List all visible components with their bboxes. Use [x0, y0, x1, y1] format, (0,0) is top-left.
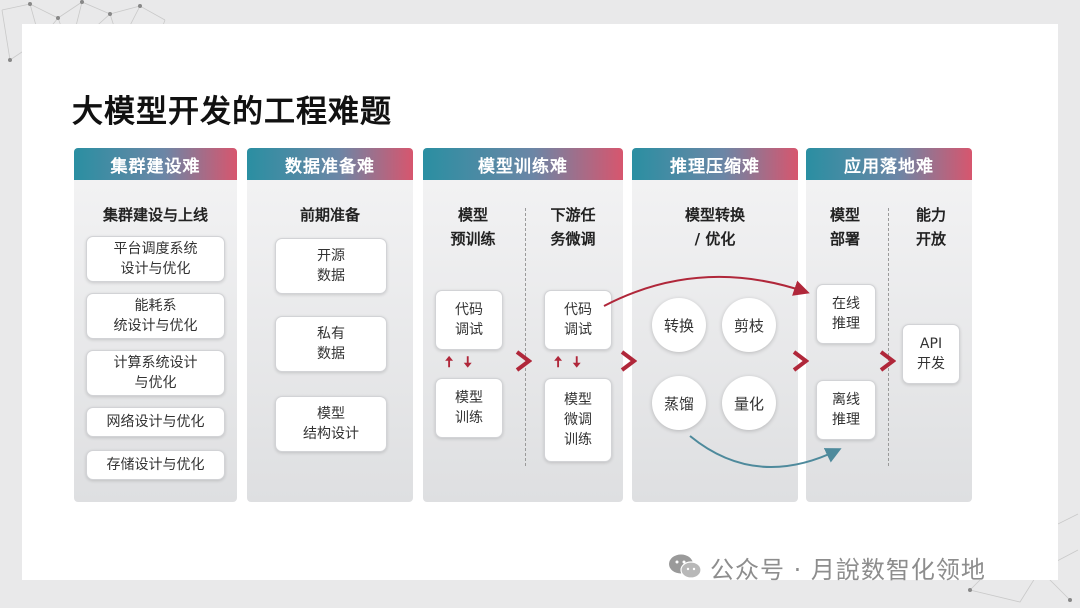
- box-open-source-data: 开源数据: [275, 238, 387, 294]
- compression-subtitle: 模型转换 / 优化: [632, 203, 798, 251]
- box-pretrain-code-debug: 代码调试: [435, 290, 503, 350]
- column-training: 模型训练难 模型 预训练 下游任 务微调 代码调试 🠅 🠇 模型训练 代码调试 …: [423, 148, 623, 502]
- box-private-data: 私有数据: [275, 316, 387, 372]
- chevron-right-icon: [619, 350, 637, 372]
- box-storage-design: 存储设计与优化: [86, 450, 225, 480]
- watermark-text: 公众号 · 月說数智化领地: [710, 550, 986, 585]
- chevron-right-icon: [878, 350, 896, 372]
- chevron-right-icon: [514, 350, 532, 372]
- open-capability-subtitle: 能力 开放: [896, 203, 966, 251]
- box-network-design: 网络设计与优化: [86, 407, 225, 437]
- box-energy-system: 能耗系统设计与优化: [86, 293, 225, 339]
- column-header-deployment: 应用落地难: [806, 148, 972, 180]
- pretrain-subtitle: 模型 预训练: [433, 203, 513, 251]
- flow-arrow-red: [600, 262, 820, 312]
- cluster-subtitle: 集群建设与上线: [74, 203, 237, 227]
- column-cluster: 集群建设难 集群建设与上线 平台调度系统设计与优化 能耗系统设计与优化 计算系统…: [74, 148, 237, 502]
- box-platform-scheduling: 平台调度系统设计与优化: [86, 236, 225, 282]
- column-header-training: 模型训练难: [423, 148, 623, 180]
- box-model-structure: 模型结构设计: [275, 396, 387, 452]
- box-pretrain-model-training: 模型训练: [435, 378, 503, 438]
- finetune-subtitle: 下游任 务微调: [531, 203, 615, 251]
- watermark: 公众号 · 月說数智化领地: [668, 550, 986, 584]
- box-finetune-training: 模型微调训练: [544, 378, 612, 462]
- flow-arrow-blue: [686, 430, 846, 476]
- deployment-divider: [888, 208, 889, 466]
- slide-title: 大模型开发的工程难题: [72, 86, 392, 131]
- circle-distill: 蒸馏: [652, 376, 706, 430]
- training-divider: [525, 208, 526, 466]
- finetune-cycle-arrows: 🠅 🠇: [554, 352, 581, 377]
- column-header-data: 数据准备难: [247, 148, 413, 180]
- column-data: 数据准备难 前期准备 开源数据 私有数据 模型结构设计: [247, 148, 413, 502]
- pretrain-cycle-arrows: 🠅 🠇: [445, 352, 472, 377]
- box-compute-system: 计算系统设计与优化: [86, 350, 225, 396]
- column-header-compression: 推理压缩难: [632, 148, 798, 180]
- box-online-inference: 在线推理: [816, 284, 876, 344]
- chevron-right-icon: [791, 350, 809, 372]
- column-header-cluster: 集群建设难: [74, 148, 237, 180]
- deploy-subtitle: 模型 部署: [810, 203, 880, 251]
- circle-quantize: 量化: [722, 376, 776, 430]
- wechat-icon: [668, 553, 702, 581]
- data-subtitle: 前期准备: [247, 203, 413, 227]
